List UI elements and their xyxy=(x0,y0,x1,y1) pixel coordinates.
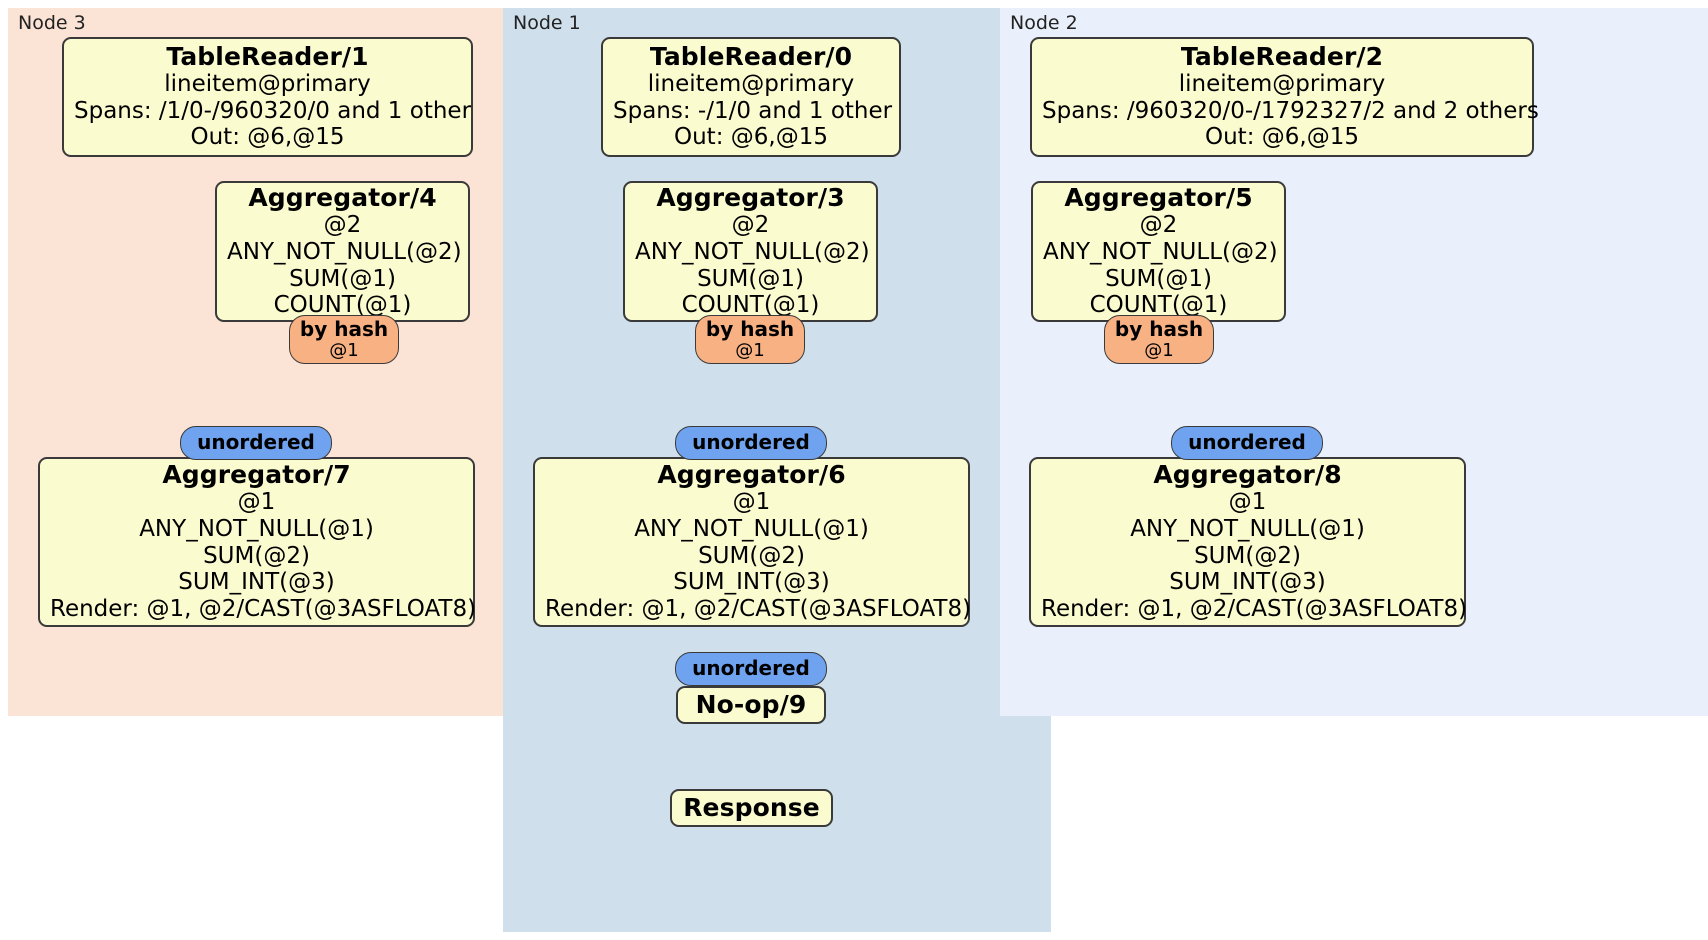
panel-label-node1: Node 1 xyxy=(513,12,581,34)
plan-node-detail: SUM(@1) xyxy=(1105,265,1212,292)
plan-node-detail: Render: @1, @2/CAST(@3ASFLOAT8) xyxy=(545,596,972,623)
plan-node-title: TableReader/1 xyxy=(166,41,369,71)
plan-node-title: TableReader/0 xyxy=(649,41,853,71)
plan-node-detail: Out: @6,@15 xyxy=(674,124,828,151)
stream-pill-sublabel: @1 xyxy=(1144,339,1174,361)
stream-pill-label: by hash xyxy=(1114,316,1204,341)
plan-node-detail: @1 xyxy=(237,488,276,515)
plan-node-detail: COUNT(@1) xyxy=(1089,292,1228,319)
plan-node-detail: SUM(@2) xyxy=(203,542,310,569)
stream-pill-label: unordered xyxy=(692,430,810,455)
stream-pill-label: by hash xyxy=(705,316,795,341)
plan-node-detail: ANY_NOT_NULL(@1) xyxy=(634,515,869,542)
stream-pill-unord7[interactable]: unordered xyxy=(180,426,332,460)
stream-pill-unord8[interactable]: unordered xyxy=(1171,426,1323,460)
plan-node-detail: COUNT(@1) xyxy=(681,292,820,319)
plan-node-detail: ANY_NOT_NULL(@2) xyxy=(635,238,870,265)
plan-node-title: No-op/9 xyxy=(695,690,807,719)
stream-pill-label: unordered xyxy=(692,656,810,681)
plan-node-detail: ANY_NOT_NULL(@1) xyxy=(139,515,374,542)
plan-node-detail: ANY_NOT_NULL(@1) xyxy=(1130,515,1365,542)
plan-node-title: Aggregator/8 xyxy=(1153,459,1342,489)
plan-node-detail: COUNT(@1) xyxy=(273,292,412,319)
plan-node-title: Aggregator/3 xyxy=(656,182,845,212)
plan-node-title: Aggregator/5 xyxy=(1064,182,1253,212)
stream-pill-sublabel: @1 xyxy=(735,339,765,361)
stream-pill-sublabel: @1 xyxy=(329,339,359,361)
plan-node-title: Response xyxy=(683,793,820,822)
plan-node-detail: Spans: /1/0-/960320/0 and 1 other xyxy=(74,97,472,124)
stream-pill-label: unordered xyxy=(1188,430,1306,455)
plan-node-detail: lineitem@primary xyxy=(1178,70,1386,97)
plan-node-detail: SUM_INT(@3) xyxy=(673,569,830,596)
plan-node-detail: @1 xyxy=(732,488,771,515)
plan-node-detail: ANY_NOT_NULL(@2) xyxy=(1043,238,1278,265)
stream-pill-byhash4[interactable]: by hash@1 xyxy=(289,315,399,364)
plan-node-detail: lineitem@primary xyxy=(647,70,855,97)
plan-node-title: Aggregator/6 xyxy=(657,459,846,489)
stream-pill-byhash5[interactable]: by hash@1 xyxy=(1104,315,1214,364)
plan-node-title: Aggregator/4 xyxy=(248,182,437,212)
plan-node-detail: lineitem@primary xyxy=(164,70,371,97)
plan-node-detail: Spans: -/1/0 and 1 other xyxy=(613,97,893,124)
stream-pill-byhash3[interactable]: by hash@1 xyxy=(695,315,805,364)
plan-node-detail: Spans: /960320/0-/1792327/2 and 2 others xyxy=(1042,97,1539,124)
plan-node-detail: SUM(@1) xyxy=(697,265,804,292)
plan-node-detail: Out: @6,@15 xyxy=(1205,124,1359,151)
plan-node-title: Aggregator/7 xyxy=(162,459,351,489)
stream-pill-unord9[interactable]: unordered xyxy=(675,652,827,686)
stream-pill-label: by hash xyxy=(299,316,389,341)
plan-node-detail: Render: @1, @2/CAST(@3ASFLOAT8) xyxy=(1041,596,1468,623)
plan-node-response[interactable]: Response xyxy=(670,789,833,827)
plan-node-detail: SUM_INT(@3) xyxy=(178,569,335,596)
panel-label-node3: Node 3 xyxy=(18,12,86,34)
stream-pill-label: unordered xyxy=(197,430,315,455)
plan-node-detail: SUM_INT(@3) xyxy=(1169,569,1326,596)
plan-node-detail: @1 xyxy=(1228,488,1267,515)
plan-node-detail: @2 xyxy=(1139,211,1178,238)
plan-node-title: TableReader/2 xyxy=(1180,41,1384,71)
plan-node-detail: SUM(@1) xyxy=(289,265,396,292)
plan-node-detail: @2 xyxy=(731,211,770,238)
plan-node-detail: @2 xyxy=(323,211,362,238)
plan-node-detail: ANY_NOT_NULL(@2) xyxy=(227,238,462,265)
plan-node-detail: SUM(@2) xyxy=(1194,542,1301,569)
plan-node-detail: SUM(@2) xyxy=(698,542,805,569)
stream-pill-unord6[interactable]: unordered xyxy=(675,426,827,460)
panel-label-node2: Node 2 xyxy=(1010,12,1078,34)
plan-node-noop9[interactable]: No-op/9 xyxy=(676,686,826,724)
plan-node-detail: Render: @1, @2/CAST(@3ASFLOAT8) xyxy=(50,596,477,623)
plan-node-detail: Out: @6,@15 xyxy=(190,124,345,151)
